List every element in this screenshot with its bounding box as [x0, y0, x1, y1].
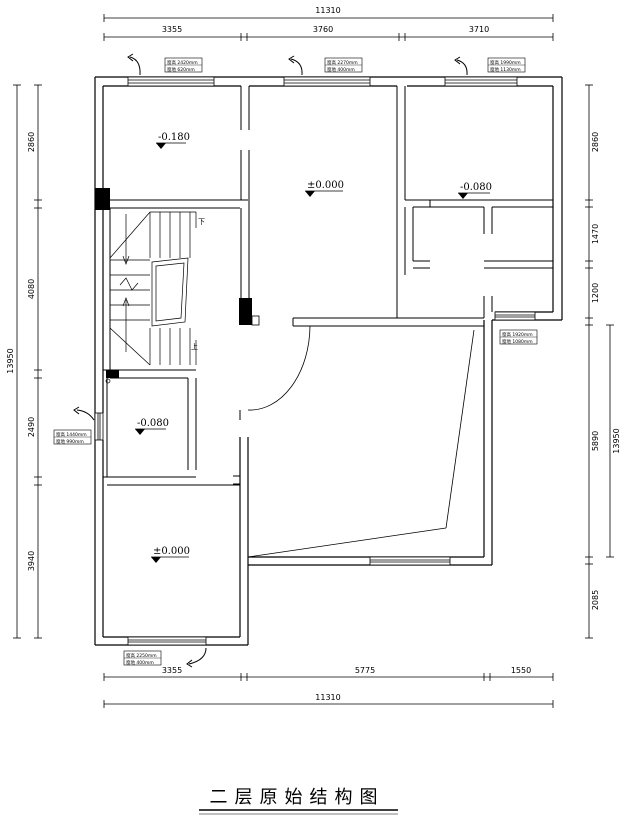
window-tag-3: 窗高 1990mm 窗地 1130mm [487, 57, 526, 73]
dim-top-seg-2: 3760 [313, 25, 333, 34]
dim-bottom-total: 11310 [315, 693, 340, 702]
dim-bottom-seg-3: 1550 [511, 666, 531, 675]
dim-bottom-seg-1: 3355 [162, 666, 182, 675]
window-tag-6: 窗高 2250mm 窗地 400mm [123, 650, 162, 666]
level-label-top-right: -0.080 [460, 182, 492, 193]
stair-down-label: 下 [198, 218, 205, 226]
dim-right-seg-4: 5890 [591, 431, 600, 451]
diagonal-line-1 [445, 329, 475, 529]
dim-right-seg-2: 1470 [591, 224, 600, 244]
level-label-center: ±0.000 [307, 180, 344, 191]
dim-left-seg-1: 2860 [27, 132, 36, 152]
dim-top-seg-3: 3710 [469, 25, 489, 34]
level-marker-top-right: -0.080 [458, 182, 492, 199]
level-label-bottom-left: ±0.000 [153, 546, 190, 557]
window-tag-3-height: 窗高 1990mm [490, 59, 521, 66]
dim-right-seg-5: 2085 [591, 590, 600, 610]
dim-right-total: 13950 [612, 428, 619, 453]
dim-top-total: 11310 [315, 6, 340, 15]
drawing-title: 二层原始结构图 [210, 787, 385, 808]
exterior-walls [94, 76, 563, 646]
stair-up-label: 上 [191, 342, 198, 351]
window-tag-3-sill: 窗地 1130mm [490, 66, 521, 73]
window-tag-6-sill: 窗地 400mm [126, 659, 154, 666]
diagonal-line-2 [247, 527, 447, 558]
staircase [105, 211, 197, 384]
door-swing-arc [247, 325, 311, 411]
dim-bottom-seg-2: 5775 [355, 666, 375, 675]
window-tag-5: 窗高 1440mm 窗地 990mm [53, 429, 92, 445]
structural-columns [95, 188, 252, 378]
level-label-top-left: -0.180 [158, 132, 190, 143]
level-marker-center: ±0.000 [305, 180, 344, 197]
dim-top-seg-1: 3355 [162, 25, 182, 34]
dimension-lines [13, 14, 614, 708]
window-tag-5-sill: 窗地 990mm [56, 438, 84, 445]
dim-left-total: 13950 [6, 348, 15, 373]
interior-walls [103, 86, 553, 486]
window-tag-2: 窗高 2270mm 窗地 400mm [324, 57, 363, 73]
window-tag-1: 窗高 2420mm 窗地 620mm [164, 57, 203, 73]
window-tag-4: 窗高 1920mm 窗地 1080mm [499, 329, 538, 345]
window-tag-2-height: 窗高 2270mm [327, 59, 358, 66]
window-tag-2-sill: 窗地 400mm [327, 66, 355, 73]
dim-left-seg-2: 4080 [27, 279, 36, 299]
dim-right-seg-1: 2860 [591, 132, 600, 152]
window-tag-4-sill: 窗地 1080mm [502, 338, 533, 345]
window-tag-6-height: 窗高 2250mm [126, 652, 157, 659]
dim-right-seg-3: 1200 [591, 283, 600, 303]
level-marker-bottom-left: ±0.000 [151, 546, 190, 563]
window-tag-1-height: 窗高 2420mm [167, 59, 198, 66]
windows [94, 76, 536, 646]
column-detail [251, 315, 260, 326]
window-tag-5-height: 窗高 1440mm [56, 431, 87, 438]
level-marker-mid-left: -0.080 [135, 418, 169, 435]
dim-left-seg-3: 2490 [27, 417, 36, 437]
window-tag-4-height: 窗高 1920mm [502, 331, 533, 338]
dim-left-seg-4: 3940 [27, 551, 36, 571]
level-label-mid-left: -0.080 [137, 418, 169, 429]
window-tag-1-sill: 窗地 620mm [167, 66, 195, 73]
window-arrows [73, 53, 468, 668]
level-marker-top-left: -0.180 [156, 132, 190, 149]
